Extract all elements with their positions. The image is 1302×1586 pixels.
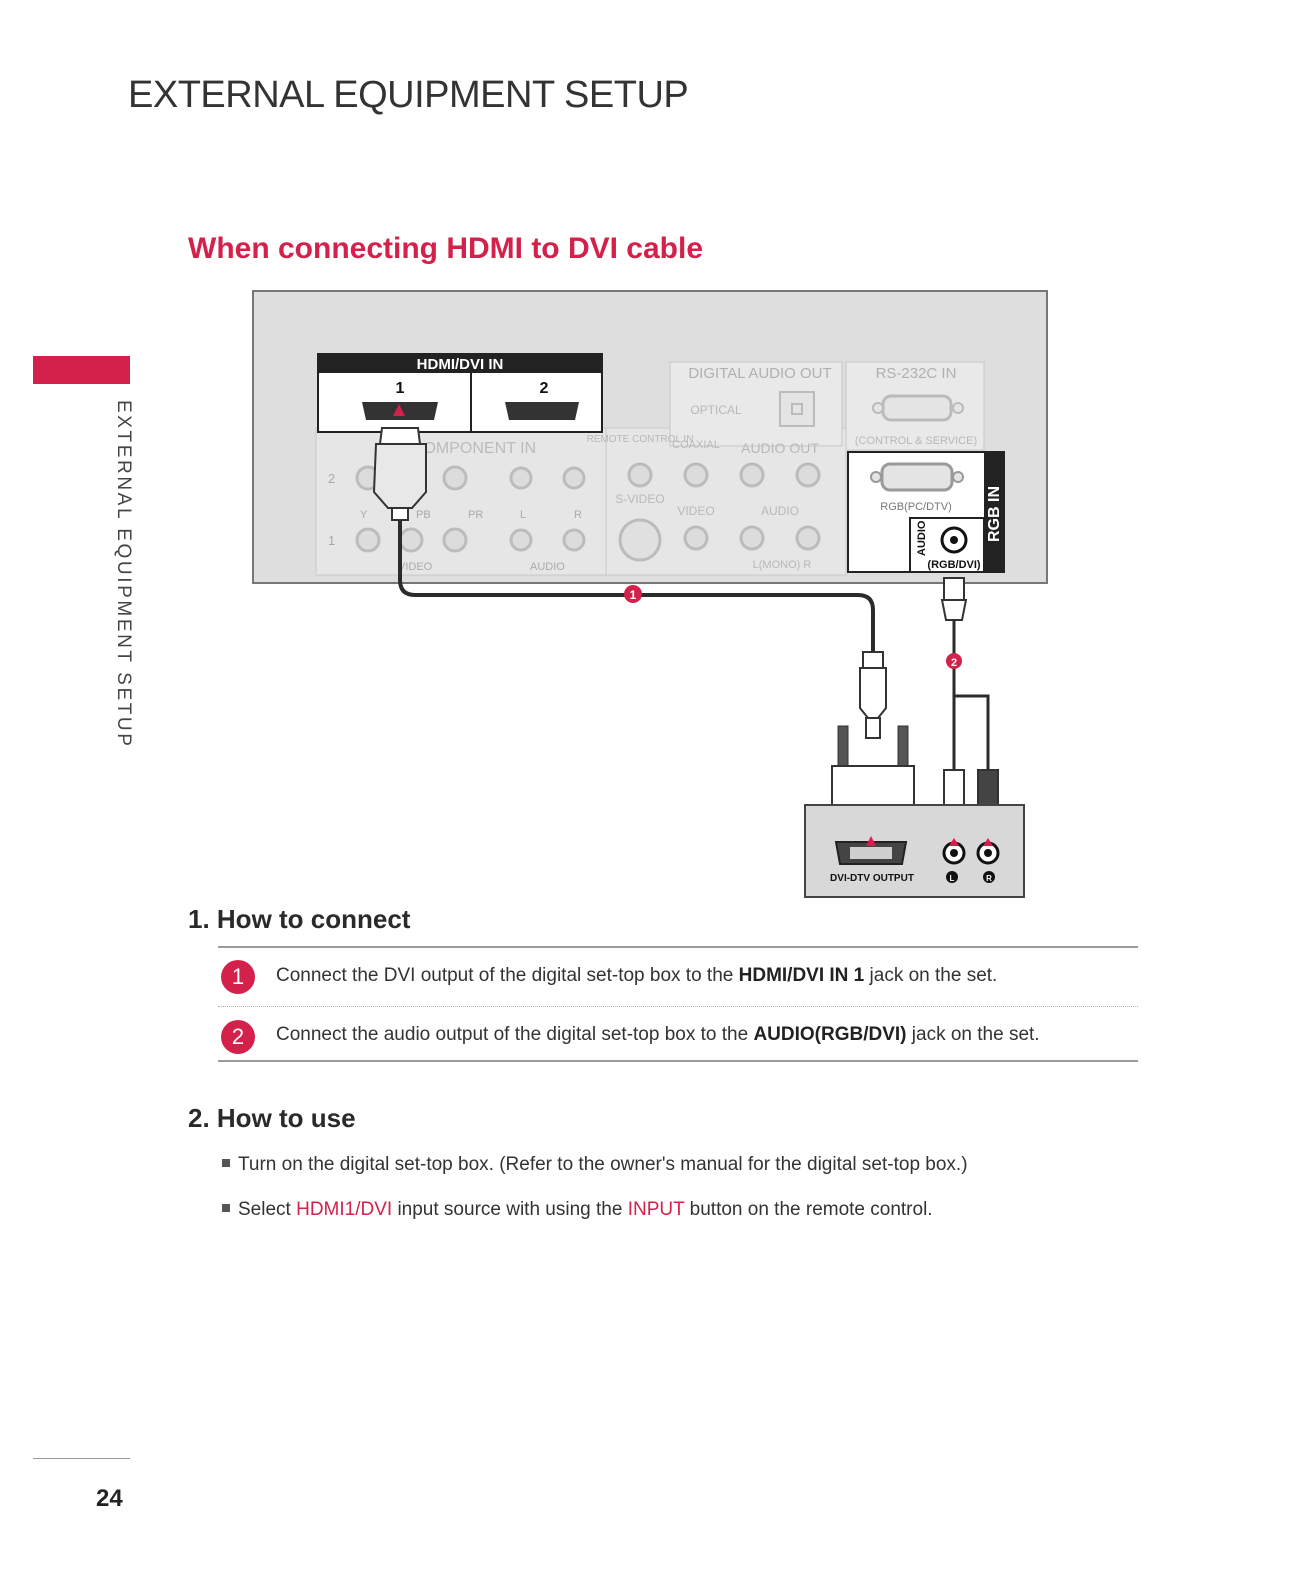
sidebar-section-label: EXTERNAL EQUIPMENT SETUP	[113, 400, 134, 749]
rgb-pc-dtv-port	[880, 462, 954, 492]
step-1-text: Connect the DVI output of the digital se…	[276, 965, 998, 986]
svg-text:OPTICAL: OPTICAL	[690, 403, 742, 417]
step-2-text: Connect the audio output of the digital …	[276, 1024, 1040, 1045]
svg-text:PB: PB	[416, 509, 431, 521]
svg-text:DIGITAL AUDIO OUT: DIGITAL AUDIO OUT	[688, 365, 831, 382]
section-heading: When connecting HDMI to DVI cable	[188, 232, 704, 265]
svg-text:L(MONO) R: L(MONO) R	[753, 559, 812, 571]
audio-cable-r	[954, 694, 990, 770]
hdmi-port-1-label: 1	[396, 380, 405, 397]
svg-text:2: 2	[951, 657, 957, 669]
page-number: 24	[96, 1485, 123, 1512]
svg-text:VIDEO: VIDEO	[677, 504, 714, 518]
svg-text:(RGB/DVI): (RGB/DVI)	[927, 559, 981, 571]
bullet-square-icon	[222, 1158, 230, 1167]
svg-text:R: R	[574, 509, 582, 521]
svg-text:Y: Y	[360, 509, 368, 521]
svg-text:AUDIO: AUDIO	[530, 561, 565, 573]
svg-text:AUDIO: AUDIO	[916, 520, 928, 556]
hdmi-port-2	[505, 402, 579, 420]
svg-text:L: L	[950, 874, 955, 883]
hdmi-port-2-label: 2	[540, 380, 549, 397]
insert-arrow-icon	[393, 404, 405, 416]
svg-text:AUDIO: AUDIO	[761, 504, 799, 518]
how-to-use-heading: 2. How to use	[188, 1103, 356, 1133]
use-bullet-2: Select HDMI1/DVI input source with using…	[222, 1199, 933, 1221]
svg-text:VIDEO: VIDEO	[398, 561, 433, 573]
svg-text:REMOTE CONTROL IN: REMOTE CONTROL IN	[587, 434, 694, 445]
svg-text:1: 1	[630, 588, 637, 602]
svg-text:L: L	[520, 509, 526, 521]
step-1-badge: 1	[221, 960, 255, 994]
page-title: EXTERNAL EQUIPMENT SETUP	[128, 74, 689, 116]
use-bullet-1: Turn on the digital set-top box. (Refer …	[222, 1154, 968, 1176]
svg-text:1: 1	[328, 533, 335, 548]
svg-text:S-VIDEO: S-VIDEO	[615, 492, 664, 506]
divider-bottom	[218, 1060, 1138, 1062]
svg-text:2: 2	[328, 471, 335, 486]
svg-text:RGB(PC/DTV): RGB(PC/DTV)	[880, 501, 952, 513]
rgb-in-label: RGB IN	[986, 486, 1003, 542]
svg-text:RS-232C IN: RS-232C IN	[876, 365, 957, 382]
svg-text:PR: PR	[468, 509, 483, 521]
hdmi-dvi-in-header	[318, 354, 602, 373]
svg-text:AUDIO OUT: AUDIO OUT	[741, 440, 819, 456]
divider-dotted	[218, 1006, 1138, 1007]
svg-text:COAXIAL: COAXIAL	[672, 439, 720, 451]
divider-top	[218, 946, 1138, 948]
optical-port	[779, 391, 815, 427]
bullet-square-icon	[222, 1203, 230, 1212]
hdmi1-dvi-highlight: HDMI1/DVI	[296, 1199, 393, 1220]
svg-text:(CONTROL & SERVICE): (CONTROL & SERVICE)	[855, 435, 977, 447]
step-2-badge: 2	[221, 1020, 255, 1054]
component-in-label: COMPONENT IN	[412, 440, 536, 457]
connection-diagram: HDMI/DVI IN 1 2 COMPONENT IN 2 1 Y PB PR…	[252, 290, 1048, 898]
input-highlight: INPUT	[627, 1199, 685, 1220]
rs232c-port	[881, 394, 953, 422]
svg-text:R: R	[986, 874, 992, 883]
how-to-connect-heading: 1. How to connect	[188, 904, 411, 934]
sidebar-tab-marker	[33, 356, 130, 384]
svg-text:DVI-DTV OUTPUT: DVI-DTV OUTPUT	[830, 873, 914, 884]
footer-rule	[33, 1458, 130, 1459]
hdmi-plug	[372, 443, 427, 509]
hdmi-dvi-in-label: HDMI/DVI IN	[417, 356, 504, 373]
s-video-jack	[618, 518, 662, 562]
